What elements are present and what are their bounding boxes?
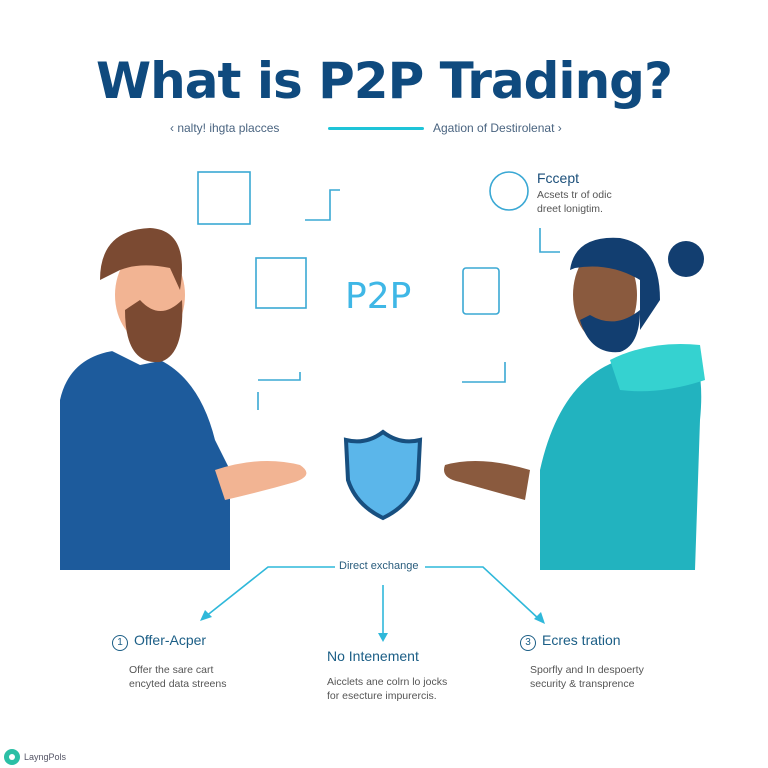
arrow-icon xyxy=(462,362,506,383)
arrow-icon xyxy=(539,228,560,253)
logo-icon xyxy=(4,749,20,765)
direct-exchange-label: Direct exchange xyxy=(339,560,419,572)
logo-text: LayngPols xyxy=(24,752,67,762)
arrow-icon xyxy=(305,189,340,221)
number-badge: 1 xyxy=(112,635,128,651)
accept-title: Fccept xyxy=(537,170,580,186)
box-icon xyxy=(197,171,251,225)
left-person-illustration xyxy=(60,228,307,570)
subtitle-left: ‹ nalty! ihgta placces xyxy=(170,121,280,135)
document-stack-icon xyxy=(255,257,307,309)
subtitle-divider xyxy=(328,127,424,130)
gear-icon xyxy=(489,171,529,211)
arrow-icon xyxy=(257,372,301,410)
p2p-label: P2P xyxy=(345,276,412,317)
subtitle-right: Agation of Destirolenat › xyxy=(433,121,562,135)
right-person-illustration xyxy=(444,237,705,570)
tablet-icon xyxy=(462,267,500,315)
shield-icon xyxy=(343,429,423,521)
page-title: What is P2P Trading? xyxy=(96,52,673,110)
feature-2-title: No Intenement xyxy=(327,648,419,664)
number-badge: 3 xyxy=(520,635,536,651)
